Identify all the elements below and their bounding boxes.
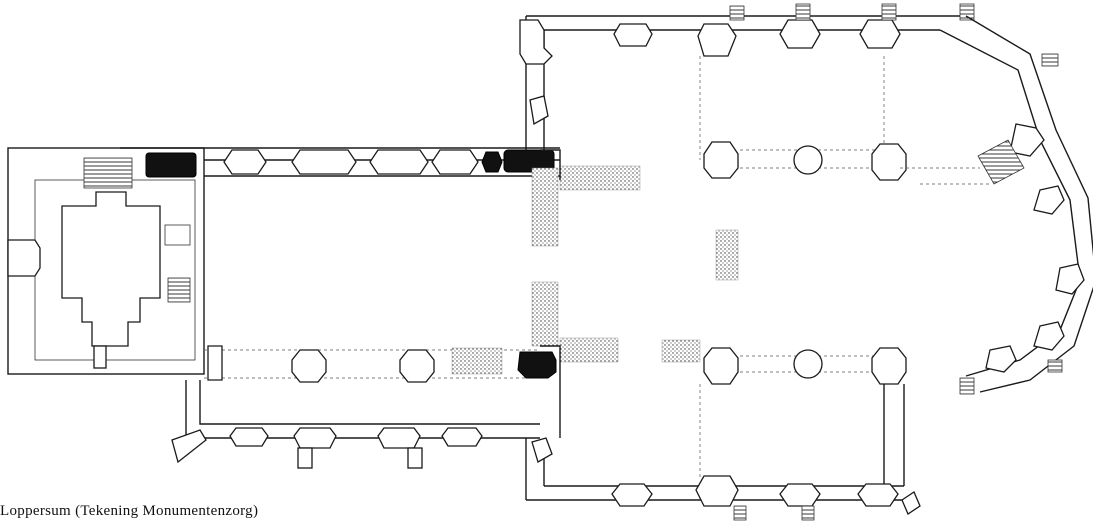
nave-south-aisle — [171, 380, 540, 469]
choir-north-wall — [519, 3, 975, 160]
crossing-foundations — [531, 165, 739, 363]
choir-north-arcade — [703, 141, 907, 181]
plan-caption: Loppersum (Tekening Monumentenzorg) — [0, 503, 259, 519]
crossing-walls — [540, 149, 561, 438]
choir-south — [525, 347, 921, 521]
west-tower — [7, 147, 205, 375]
nave-south-arcade — [204, 345, 557, 383]
apse — [900, 15, 1093, 395]
nave-north-wall — [120, 147, 560, 178]
